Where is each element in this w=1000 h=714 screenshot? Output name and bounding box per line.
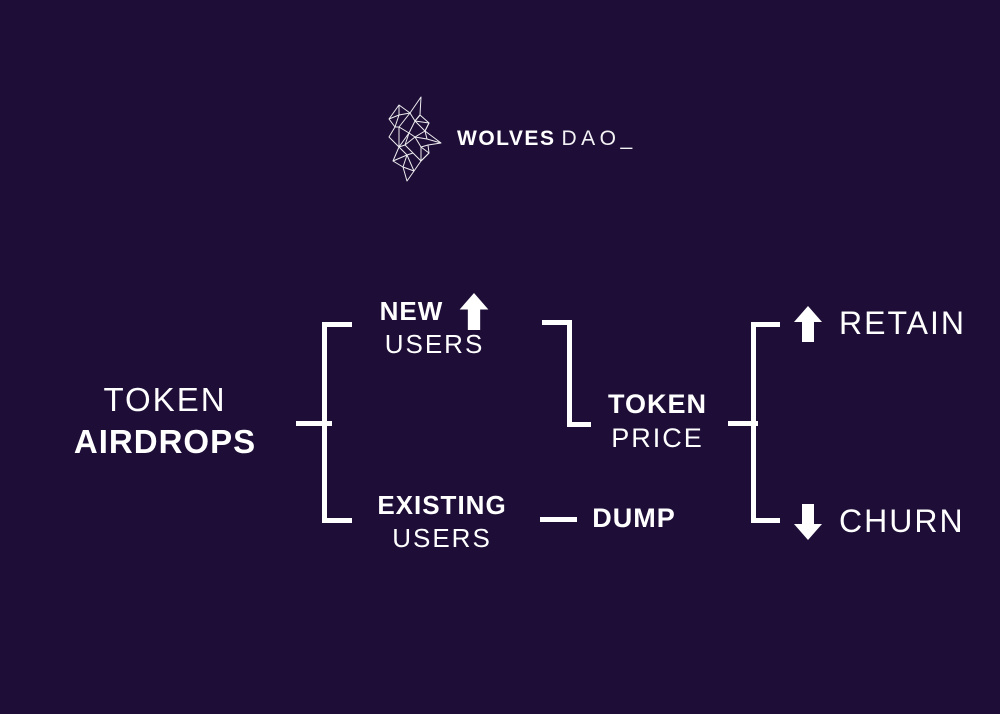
up-arrow-icon <box>794 305 822 342</box>
node-retain: RETAIN <box>794 305 966 342</box>
existing-users-line1: EXISTING <box>377 490 507 520</box>
right-bracket-top-stub <box>751 322 780 327</box>
churn-label: CHURN <box>839 503 965 539</box>
token-price-line2: PRICE <box>611 423 704 453</box>
node-token-price: TOKEN PRICE <box>585 387 730 455</box>
token-price-line1: TOKEN <box>607 389 707 419</box>
wolf-icon <box>388 96 442 182</box>
root-title-line1: TOKEN <box>103 381 227 418</box>
connector-root-to-bracket <box>296 421 332 426</box>
left-bracket-bottom-stub <box>322 518 352 523</box>
elbow-bottom-stub <box>567 422 591 427</box>
node-churn: CHURN <box>794 503 965 540</box>
brand-secondary-text: DAO_ <box>561 127 637 150</box>
elbow-vertical-segment <box>567 320 572 427</box>
right-bracket-vertical <box>751 322 756 523</box>
node-dump: DUMP <box>588 502 680 535</box>
brand-primary-text: WOLVES <box>457 127 556 150</box>
down-arrow-icon <box>794 503 822 540</box>
elbow-top-segment <box>542 320 572 325</box>
connector-existing-to-dump <box>540 517 577 522</box>
wolvesdao-logo: WOLVES DAO_ <box>383 93 637 185</box>
node-existing-users: EXISTING USERS <box>352 489 532 555</box>
logo-wordmark: WOLVES DAO_ <box>457 127 637 151</box>
left-bracket-top-stub <box>322 322 352 327</box>
up-arrow-icon <box>459 293 489 330</box>
node-new-users: NEW USERS <box>352 293 517 361</box>
existing-users-line2: USERS <box>392 523 492 553</box>
new-users-line2: USERS <box>384 329 485 359</box>
left-bracket-vertical <box>322 322 327 523</box>
retain-label: RETAIN <box>839 305 966 341</box>
root-title-line2: AIRDROPS <box>73 423 257 460</box>
node-token-airdrops: TOKEN AIRDROPS <box>55 379 275 463</box>
dump-label: DUMP <box>592 503 676 533</box>
connector-price-to-bracket <box>728 421 758 426</box>
new-users-line1: NEW <box>379 296 444 326</box>
right-bracket-bottom-stub <box>751 518 780 523</box>
